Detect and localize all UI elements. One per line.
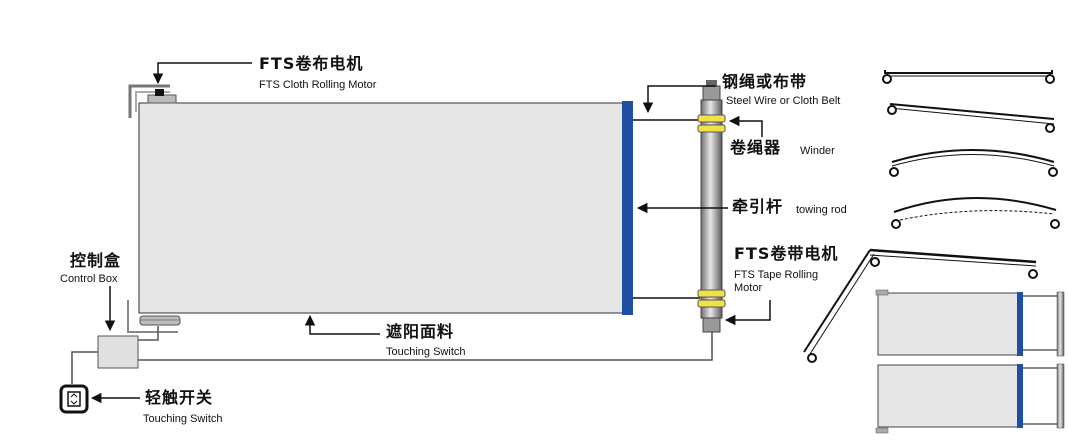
tape-motor-label-en-1: FTS Tape Rolling xyxy=(734,269,819,281)
touch-switch-label-en: Touching Switch xyxy=(143,413,223,425)
winder-label-en: Winder xyxy=(800,145,835,157)
tape-motor-label-cn: FTS卷带电机 xyxy=(734,244,839,263)
motion-step-4 xyxy=(891,197,1060,229)
tape-motor xyxy=(702,317,721,333)
tape-motor-label-en-2: Motor xyxy=(734,282,763,294)
winder-tube xyxy=(700,99,723,319)
switch-wire xyxy=(71,351,98,384)
fabric-label-cn: 遮阳面料 xyxy=(386,322,455,341)
motion-step-1 xyxy=(882,70,1055,84)
motion-step-5 xyxy=(803,248,1038,363)
cloth-motor-label-cn: FTS卷布电机 xyxy=(259,54,364,73)
control-box-label-en: Control Box xyxy=(60,273,118,285)
arrow-wire xyxy=(642,85,716,114)
motor-wire xyxy=(138,332,713,361)
motion-step-3 xyxy=(889,149,1058,177)
wire-label-cn: 钢绳或布带 xyxy=(722,72,808,91)
arrow-cloth-motor xyxy=(152,62,252,85)
arrow-tape-motor xyxy=(724,300,771,326)
towing-rod-label-cn: 牵引杆 xyxy=(732,197,784,216)
arrow-winder xyxy=(728,115,763,137)
cloth-motor xyxy=(147,94,177,104)
motion-step-2 xyxy=(887,103,1055,133)
wire-label-en: Steel Wire or Cloth Belt xyxy=(726,95,841,107)
towing-rod xyxy=(622,101,633,315)
control-box-label-cn: 控制盒 xyxy=(70,251,122,270)
mini-awning-2 xyxy=(875,363,1065,434)
sunshade-fabric xyxy=(138,102,624,314)
cloth-motor-label-en: FTS Cloth Rolling Motor xyxy=(259,79,377,91)
cloth-motor-bracket xyxy=(128,84,170,118)
control-box xyxy=(97,335,139,369)
winder-label-cn: 卷绳器 xyxy=(730,138,782,157)
touch-switch-label-cn: 轻触开关 xyxy=(145,388,214,407)
fabric-label-en: Touching Switch xyxy=(386,346,466,358)
towing-rod-label-en: towing rod xyxy=(796,204,847,216)
mini-awning-1 xyxy=(875,289,1065,357)
arrow-fabric xyxy=(304,314,380,335)
